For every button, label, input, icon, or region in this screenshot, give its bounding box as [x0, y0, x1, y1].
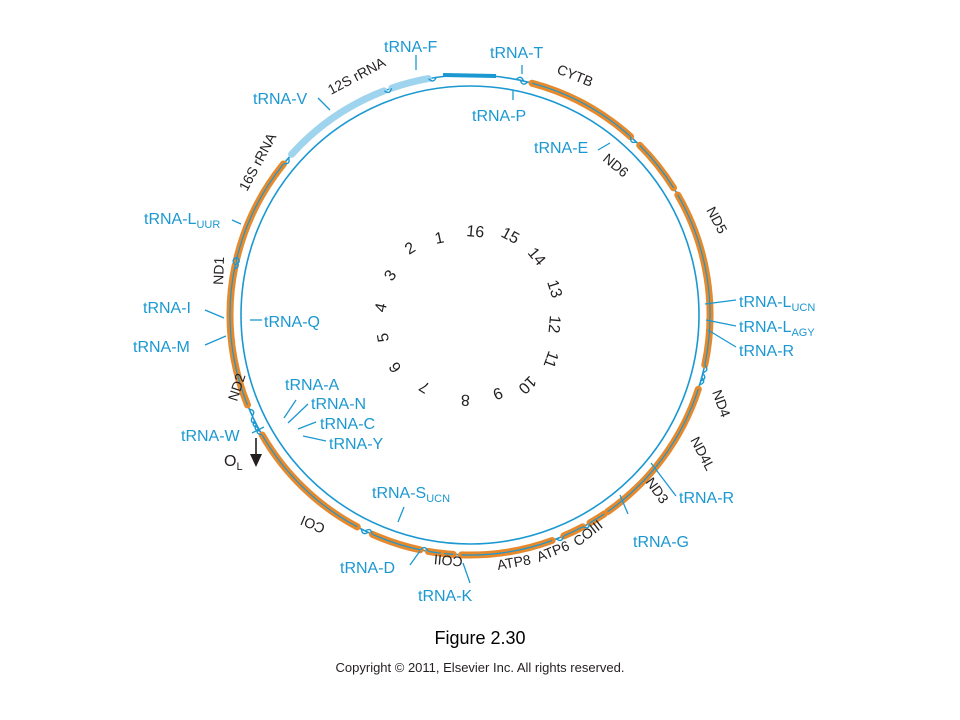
trna-a-label: tRNA-A — [285, 377, 340, 394]
trna-labels: tRNA-F tRNA-T tRNA-P tRNA-V tRNA-E tRNA-… — [133, 39, 815, 605]
gene-arcs — [226, 75, 714, 559]
control-region-bar — [442, 73, 497, 78]
trna-y-bump — [256, 427, 262, 436]
coi-arc-strand — [261, 434, 358, 528]
atp8-label: ATP8 — [496, 551, 532, 573]
coii-label: COII — [433, 552, 463, 570]
nd4l-label: ND4L — [687, 434, 718, 473]
origin-l-label: OL — [224, 453, 243, 473]
nd4-label: ND4 — [709, 388, 734, 420]
trna-p-label: tRNA-P — [472, 108, 526, 125]
trna-i-bump — [235, 256, 240, 266]
position-8: 8 — [461, 391, 471, 408]
trna-l-agy-label: tRNA-LAGY — [739, 319, 815, 339]
trna-w-label: tRNA-W — [181, 428, 241, 445]
label-leader-lines — [204, 55, 737, 584]
nd6-arc-strand — [639, 144, 675, 189]
nd1-arc-strand — [235, 163, 284, 262]
trna-q-label: tRNA-Q — [264, 314, 320, 331]
figure-caption: Figure 2.30 — [434, 628, 526, 648]
cytb-arc-strand — [531, 82, 632, 138]
position-15: 15 — [498, 225, 522, 248]
cytb-label: CYTB — [555, 61, 596, 90]
trna-m-bump — [234, 260, 239, 270]
position-6: 6 — [386, 358, 405, 375]
trna-l-uur-label: tRNA-LUUR — [144, 211, 220, 231]
copyright-notice: Copyright © 2011, Elsevier Inc. All righ… — [335, 660, 625, 675]
trna-v-label: tRNA-V — [253, 91, 308, 108]
trna-g-label: tRNA-G — [633, 534, 689, 551]
nd5-arc — [674, 191, 714, 369]
position-3: 3 — [381, 267, 400, 284]
trna-r-bump — [699, 377, 705, 386]
position-9: 9 — [490, 383, 505, 402]
trna-d-label: tRNA-D — [340, 560, 395, 577]
position-11: 11 — [540, 349, 562, 371]
trna-m-label: tRNA-M — [133, 339, 190, 356]
origin-l-arrow — [250, 438, 262, 467]
trna-l-ucn-label: tRNA-LUCN — [739, 294, 815, 314]
trna-bumps — [232, 76, 708, 552]
trna-l-uur-bump — [283, 157, 290, 165]
rrna-12s-arc — [388, 75, 432, 92]
trna-f-bump — [428, 77, 437, 82]
nd5-arc-strand — [677, 194, 711, 366]
trna-f-label: tRNA-F — [384, 39, 438, 56]
trna-n-bump — [252, 420, 258, 428]
coi-label: COI — [298, 513, 327, 537]
trna-v-bump — [383, 88, 393, 94]
position-10: 10 — [515, 372, 540, 397]
nd4l-arc-strand — [589, 513, 605, 524]
position-1: 1 — [433, 229, 445, 247]
position-16: 16 — [466, 223, 485, 241]
trna-g-bump — [555, 535, 565, 542]
trna-t-label: tRNA-T — [490, 45, 544, 62]
position-2: 2 — [402, 239, 419, 258]
position-12: 12 — [544, 315, 562, 334]
atp8-arc-strand — [428, 550, 441, 554]
trna-s-ucn-label: tRNA-SUCN — [372, 485, 450, 505]
position-7: 7 — [416, 377, 433, 396]
trna-k-bump — [419, 546, 429, 552]
trna-q-bump — [232, 256, 238, 266]
coiii-arc-strand — [461, 539, 553, 556]
trna-l-ucn-bump — [702, 364, 708, 374]
position-4: 4 — [372, 301, 390, 313]
trna-d-bump — [364, 528, 373, 535]
trna-e-label: tRNA-E — [534, 140, 588, 157]
position-markers: 1 2 3 4 5 6 7 8 9 10 11 12 13 14 15 16 — [372, 223, 565, 408]
position-13: 13 — [543, 278, 565, 300]
nd3-arc-strand — [563, 526, 583, 537]
trna-r-label: tRNA-R — [679, 490, 734, 507]
trna-w-bump — [249, 408, 255, 417]
trna-k-label: tRNA-K — [418, 588, 473, 605]
rrna-16s-arc — [288, 87, 388, 158]
inner-strand — [240, 85, 700, 545]
trna-i-label: tRNA-I — [143, 300, 191, 317]
trna-r-label: tRNA-R — [739, 343, 794, 360]
trna-a-bump — [250, 416, 257, 425]
nd2-arc-strand — [229, 264, 249, 406]
cytb-arc — [528, 79, 635, 141]
nd5-label: ND5 — [703, 204, 730, 236]
trna-p-bump — [519, 80, 529, 85]
nd1-label: ND1 — [210, 256, 227, 285]
nd6-label: ND6 — [600, 150, 632, 180]
trna-c-bump — [254, 423, 260, 432]
coii-arc-strand — [372, 533, 421, 551]
trna-l-agy-bump — [700, 373, 706, 382]
trna-e-bump — [630, 136, 637, 144]
trna-c-label: tRNA-C — [320, 416, 375, 433]
position-14: 14 — [524, 245, 549, 270]
trna-t-bump — [515, 76, 525, 82]
trna-s-ucn-bump — [360, 528, 369, 535]
trna-y-label: tRNA-Y — [329, 436, 384, 453]
trna-r2-bump — [582, 523, 591, 529]
trna-n-label: tRNA-N — [311, 396, 366, 413]
position-5: 5 — [375, 331, 393, 343]
